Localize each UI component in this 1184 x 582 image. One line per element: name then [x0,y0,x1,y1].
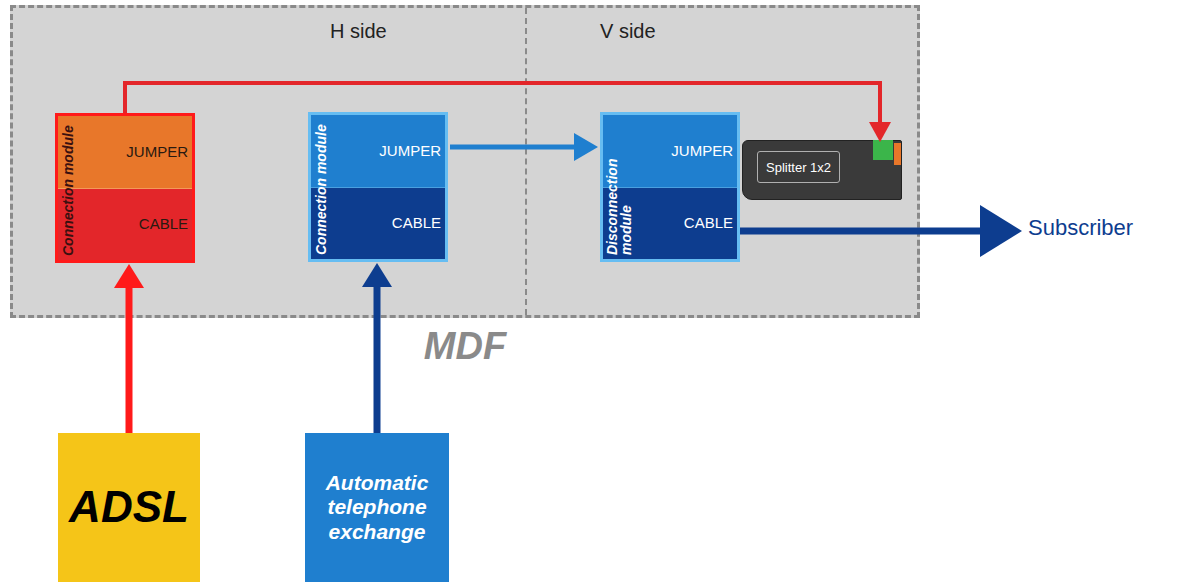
cable-label: CABLE [392,214,441,231]
adsl-box: ADSL [58,433,200,582]
arrow-head [980,205,1022,257]
connection-module: Connection module JUMPER CABLE [308,112,448,262]
module-title: Connection module [314,124,328,255]
exchange-box: Automatic telephone exchange [305,433,449,582]
source-label: Automatic telephone exchange [313,471,441,543]
jumper-label: JUMPER [379,142,441,159]
module-title: Connection module [61,125,75,256]
mdf-region: MDFConnection moduleJUMPERCABLEConnectio… [10,5,920,318]
splitter-tip [873,140,893,160]
splitter-inner: Splitter 1x2 [757,151,840,183]
disconnection-module: Disconnection module JUMPER CABLE [600,112,740,262]
connection-module: Connection module JUMPER CABLE [55,113,195,263]
side-label: H side [330,20,387,42]
splitter-label: Splitter 1x2 [766,160,831,175]
endpoint-label: Subscriber [1028,215,1133,240]
side-divider [525,8,527,315]
side-label: V side [600,20,656,42]
jumper-label: JUMPER [671,142,733,159]
cable-label: CABLE [684,214,733,231]
splitter-end [894,143,901,165]
source-label: ADSL [69,482,189,533]
jumper-label: JUMPER [126,143,188,160]
region-title: MDF [424,325,506,367]
module-title: Disconnection module [605,119,633,255]
cable-label: CABLE [139,215,188,232]
splitter-box: Splitter 1x2 [742,140,902,200]
subscriber-label: Subscriber [1028,215,1178,247]
